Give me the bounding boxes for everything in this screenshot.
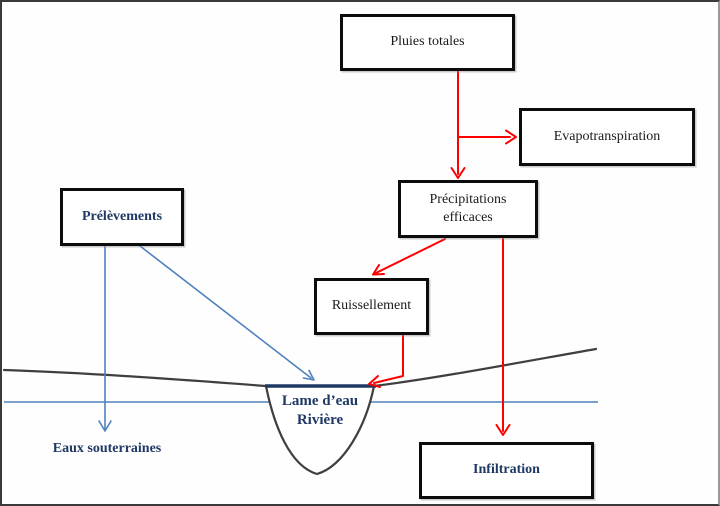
label-lame-deau-riviere: Lame d’eau Rivière <box>262 392 378 430</box>
box-ruissellement: Ruissellement <box>314 278 429 335</box>
arrow-to-evapotranspiration <box>457 129 517 145</box>
arrow-prelevements-to-riviere <box>139 245 315 381</box>
box-evapotranspiration-label: Evapotranspiration <box>553 128 661 144</box>
box-precipitations-efficaces: Précipitations efficaces <box>398 180 538 238</box>
ground-surface-right <box>372 347 598 388</box>
box-infiltration-label: Infiltration <box>473 462 540 478</box>
box-prelevements: Prélèvements <box>60 188 184 246</box>
box-evapotranspiration: Evapotranspiration <box>519 108 695 166</box>
box-pluies-totales: Pluies totales <box>340 14 515 71</box>
label-lame-deau-line2: Rivière <box>296 412 344 428</box>
box-ruissellement-label: Ruissellement <box>331 298 412 314</box>
arrow-ruissellement-to-riviere <box>368 334 404 388</box>
label-lame-deau-line1: Lame d’eau <box>281 393 359 409</box>
box-infiltration: Infiltration <box>419 442 594 499</box>
river-channel <box>264 384 376 476</box>
label-eaux-souterraines: Eaux souterraines <box>30 441 184 457</box>
arrow-precipitations-to-ruissellement <box>372 238 446 276</box>
arrow-precipitations-to-infiltration <box>495 237 511 436</box>
ground-surface-left <box>2 368 268 388</box>
arrow-pluies-to-precipitations <box>450 70 466 179</box>
arrow-prelevements-to-eaux-souterraines <box>98 245 112 432</box>
box-pluies-totales-label: Pluies totales <box>390 34 465 50</box>
box-precipitations-efficaces-label: Précipitations efficaces <box>429 191 507 225</box>
box-prelevements-label: Prélèvements <box>81 208 163 224</box>
label-eaux-souterraines-text: Eaux souterraines <box>52 441 162 456</box>
